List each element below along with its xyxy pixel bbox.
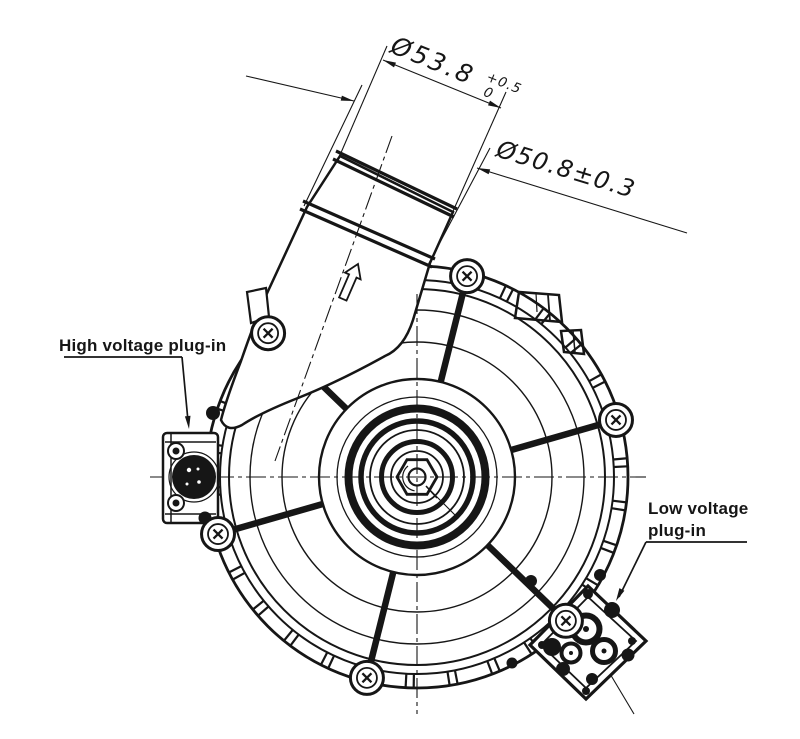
extension-line bbox=[336, 45, 388, 163]
pipe-hose-bead bbox=[299, 199, 436, 269]
dimension-outlet-outer bbox=[336, 45, 507, 219]
dimension-leader bbox=[476, 167, 688, 234]
dimension-arrow-icon bbox=[477, 168, 491, 175]
extension-line bbox=[449, 91, 507, 219]
outlet-pipe-body bbox=[219, 154, 455, 430]
dimension-leader bbox=[245, 75, 355, 102]
low-voltage-label-line1: Low voltage bbox=[648, 499, 748, 518]
high-voltage-connector bbox=[161, 406, 220, 525]
leader-line bbox=[181, 356, 189, 422]
label-high-voltage: High voltage plug-in bbox=[59, 336, 226, 429]
flow-direction-arrow-icon bbox=[337, 262, 362, 302]
hub-hex-nut bbox=[395, 458, 439, 496]
hv-mount-screw bbox=[206, 406, 220, 420]
dimension-outlet-outer-text: Ø53.8 +0.5 0 bbox=[386, 30, 524, 102]
label-low-voltage: Low voltage plug-in bbox=[616, 499, 748, 601]
diagonal-centerline-inner bbox=[426, 486, 457, 517]
dimension-outlet-bead-text: Ø50.8±0.3 bbox=[492, 135, 639, 204]
outlet-pipe bbox=[219, 149, 458, 430]
dim-value: Ø50.8±0.3 bbox=[492, 135, 639, 204]
flange-screw-bosses bbox=[200, 258, 634, 696]
leader-arrow-icon bbox=[616, 588, 625, 601]
hv-connector-socket bbox=[172, 455, 216, 499]
pipe-axis-centerline bbox=[274, 135, 393, 462]
dimension-line bbox=[382, 59, 502, 109]
high-voltage-label-text: High voltage plug-in bbox=[59, 336, 226, 355]
pipe-side-tab bbox=[245, 286, 271, 325]
dimension-arrow-icon bbox=[488, 100, 501, 108]
dimension-arrow-icon bbox=[383, 60, 396, 68]
dimension-arrow-icon bbox=[340, 95, 354, 101]
pipe-mouth-rim bbox=[332, 149, 458, 219]
extension-line bbox=[303, 84, 363, 207]
extension-line bbox=[427, 147, 491, 266]
dimension-outlet-bead bbox=[245, 75, 688, 266]
dim-tolerance-lower: 0 bbox=[481, 84, 496, 102]
low-voltage-label-line2: plug-in bbox=[648, 521, 706, 540]
leader-arrow-icon bbox=[184, 415, 191, 429]
dim-value: Ø53.8 bbox=[386, 30, 479, 90]
leader-line bbox=[618, 541, 647, 598]
